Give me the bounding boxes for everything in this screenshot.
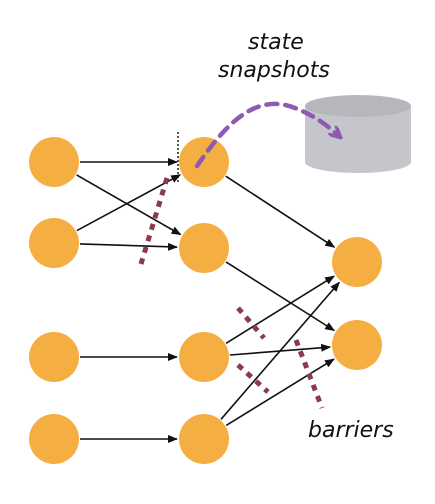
storage-top xyxy=(305,95,411,117)
barrier-4 xyxy=(293,339,325,409)
snapshot-arrow xyxy=(194,101,340,169)
node-m1 xyxy=(179,137,229,187)
node-s3 xyxy=(29,332,79,382)
node-m4 xyxy=(179,414,229,464)
node-m3 xyxy=(179,332,229,382)
node-k1 xyxy=(332,237,382,287)
barriers xyxy=(138,177,325,409)
storage-body xyxy=(305,106,411,173)
edge-m2-k2 xyxy=(225,261,336,332)
nodes xyxy=(29,137,382,464)
node-s2 xyxy=(29,218,79,268)
edge-s2-m2 xyxy=(79,242,178,251)
node-s1 xyxy=(29,137,79,187)
edge-m4-k1 xyxy=(220,281,340,420)
edge-m1-k1 xyxy=(225,175,336,248)
edges xyxy=(76,158,340,443)
edge-s1-m2 xyxy=(76,174,182,236)
edge-s2-m1 xyxy=(76,174,182,232)
node-s4 xyxy=(29,414,79,464)
barrier-1 xyxy=(138,177,170,265)
label-state: state xyxy=(248,30,304,55)
database-icon xyxy=(305,95,411,173)
node-m2 xyxy=(179,223,229,273)
node-k2 xyxy=(332,320,382,370)
label-snapshots: snapshots xyxy=(218,58,330,83)
edge-m4-k2 xyxy=(225,358,335,427)
label-barriers: barriers xyxy=(308,418,394,443)
edge-m3-k1 xyxy=(225,275,335,344)
